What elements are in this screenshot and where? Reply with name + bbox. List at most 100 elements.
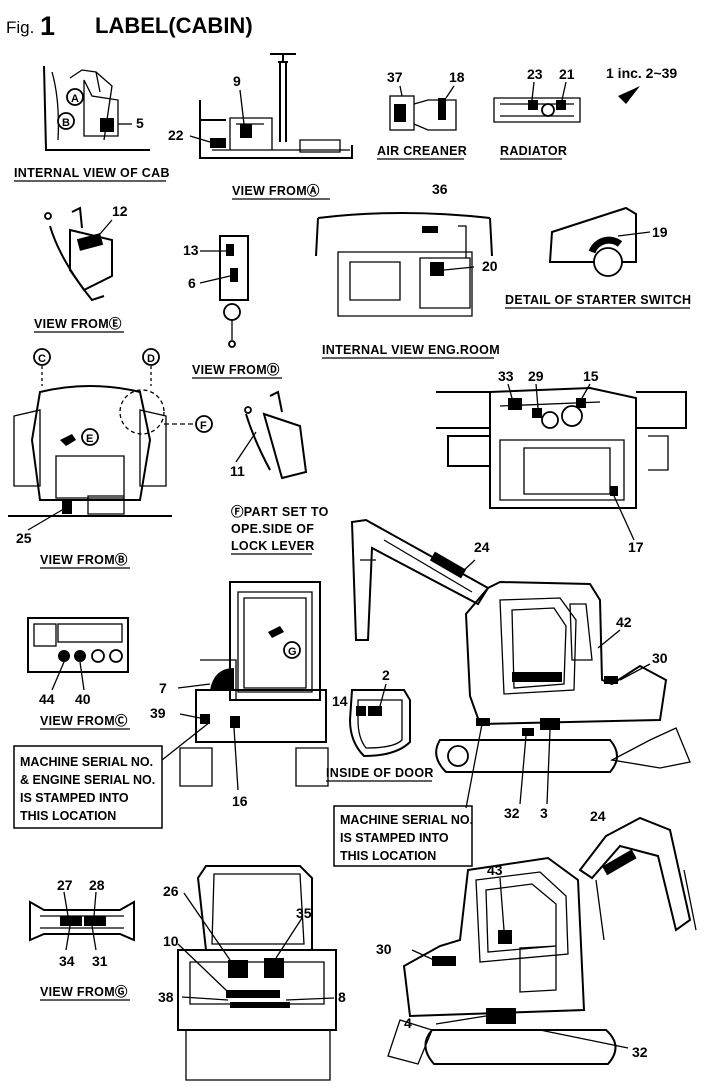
part-13: 13 <box>183 242 199 258</box>
part-14: 14 <box>332 693 348 709</box>
radiator-drawing <box>493 81 581 123</box>
part-15: 15 <box>583 368 599 384</box>
serial-note-box-2: MACHINE SERIAL NO. IS STAMPED INTO THIS … <box>333 723 483 867</box>
caption-view-c: VIEW FROMⒸ <box>40 713 128 728</box>
cabin-rear-drawing: G <box>177 581 329 791</box>
part-31: 31 <box>92 953 108 969</box>
lock-lever-drawing <box>235 390 308 480</box>
excavator-quarter-drawing <box>387 816 697 1065</box>
eng-room-drawing <box>315 212 493 317</box>
arrow-icon <box>618 86 640 104</box>
air-cleaner-drawing <box>389 85 457 131</box>
view-c-drawing <box>27 617 129 691</box>
part-9: 9 <box>233 73 241 89</box>
fig-number: 1 <box>40 11 55 41</box>
part-3: 3 <box>540 805 548 821</box>
caption-inside-door: INSIDE OF DOOR <box>326 766 434 780</box>
caption-eng-room: INTERNAL VIEW ENG.ROOM <box>322 343 500 357</box>
part-34: 34 <box>59 953 75 969</box>
part-4: 4 <box>404 1015 412 1031</box>
serial-2-line-1: MACHINE SERIAL NO. <box>340 813 473 827</box>
excavator-side-drawing <box>350 518 691 773</box>
serial-1-line-3: IS STAMPED INTO <box>20 791 129 805</box>
part-7: 7 <box>159 680 167 696</box>
part-20: 20 <box>482 258 498 274</box>
part-10: 10 <box>163 933 179 949</box>
serial-2-line-3: THIS LOCATION <box>340 849 436 863</box>
part-22: 22 <box>168 127 184 143</box>
part-30-lower: 30 <box>376 941 392 957</box>
part-32-upper: 32 <box>504 805 520 821</box>
part-29: 29 <box>528 368 544 384</box>
caption-air-cleaner: AIR CREANER <box>377 144 467 158</box>
part-2: 2 <box>382 667 390 683</box>
letter-f: F <box>200 420 207 432</box>
part-17: 17 <box>628 539 644 555</box>
part-43: 43 <box>487 862 503 878</box>
part-6: 6 <box>188 275 196 291</box>
letter-c: C <box>38 353 46 365</box>
starter-switch-drawing <box>548 206 651 277</box>
serial-1-line-2: & ENGINE SERIAL NO. <box>20 773 155 787</box>
machine-rear-drawing <box>177 865 337 1081</box>
part-30-upper: 30 <box>652 650 668 666</box>
view-b-drawing: C D E F <box>8 348 213 517</box>
caption-view-d: VIEW FROMⒹ <box>192 362 280 377</box>
part-25: 25 <box>16 530 32 546</box>
letter-b: B <box>62 117 70 129</box>
caption-radiator: RADIATOR <box>500 144 567 158</box>
part-21: 21 <box>559 66 575 82</box>
serial-2-line-2: IS STAMPED INTO <box>340 831 449 845</box>
part-5: 5 <box>136 115 144 131</box>
caption-view-e: VIEW FROMⒺ <box>34 316 122 331</box>
view-g-drawing <box>29 891 135 951</box>
caption-starter-switch: DETAIL OF STARTER SWITCH <box>505 293 691 307</box>
f-note-line-3: LOCK LEVER <box>231 539 315 553</box>
part-32-lower: 32 <box>632 1044 648 1060</box>
part-37: 37 <box>387 69 403 85</box>
caption-view-a: VIEW FROMⒶ <box>232 183 320 198</box>
part-8: 8 <box>338 989 346 1005</box>
caption-internal-cab: INTERNAL VIEW OF CAB <box>14 166 170 180</box>
serial-1-line-4: THIS LOCATION <box>20 809 116 823</box>
internal-cab-drawing: A B <box>43 65 150 151</box>
serial-1-line-1: MACHINE SERIAL NO. <box>20 755 153 769</box>
letter-g: G <box>288 646 297 658</box>
part-12: 12 <box>112 203 128 219</box>
part-36: 36 <box>432 181 448 197</box>
part-23: 23 <box>527 66 543 82</box>
part-27: 27 <box>57 877 73 893</box>
part-28: 28 <box>89 877 105 893</box>
part-42: 42 <box>616 614 632 630</box>
letter-a: A <box>71 93 79 105</box>
part-39: 39 <box>150 705 166 721</box>
part-24-upper: 24 <box>474 539 490 555</box>
part-33: 33 <box>498 368 514 384</box>
letter-e: E <box>86 433 93 445</box>
f-note-line-2: OPE.SIDE OF <box>231 522 314 536</box>
caption-view-b: VIEW FROMⒷ <box>40 552 128 567</box>
part-24-lower: 24 <box>590 808 606 824</box>
caption-view-g: VIEW FROMⒼ <box>40 984 128 999</box>
part-18: 18 <box>449 69 465 85</box>
figure-title: Fig. 1 LABEL(CABIN) <box>6 11 253 41</box>
letter-d: D <box>147 353 155 365</box>
fig-prefix: Fig. <box>6 18 34 37</box>
part-40: 40 <box>75 691 91 707</box>
fig-label: LABEL(CABIN) <box>95 13 253 38</box>
view-d-drawing <box>219 235 249 348</box>
view-a-drawing <box>189 53 353 159</box>
part-44: 44 <box>39 691 55 707</box>
part-19: 19 <box>652 224 668 240</box>
part-38: 38 <box>158 989 174 1005</box>
inside-door-drawing <box>348 683 411 758</box>
inc-note: 1 inc. 2~39 <box>606 65 677 81</box>
serial-note-box-1: MACHINE SERIAL NO. & ENGINE SERIAL NO. I… <box>13 721 211 829</box>
part-26: 26 <box>163 883 179 899</box>
top-view-drawing <box>436 383 687 541</box>
part-11: 11 <box>230 463 245 479</box>
part-16: 16 <box>232 793 248 809</box>
f-note-line-1: ⒻPART SET TO <box>231 504 329 519</box>
view-e-drawing <box>44 206 113 302</box>
